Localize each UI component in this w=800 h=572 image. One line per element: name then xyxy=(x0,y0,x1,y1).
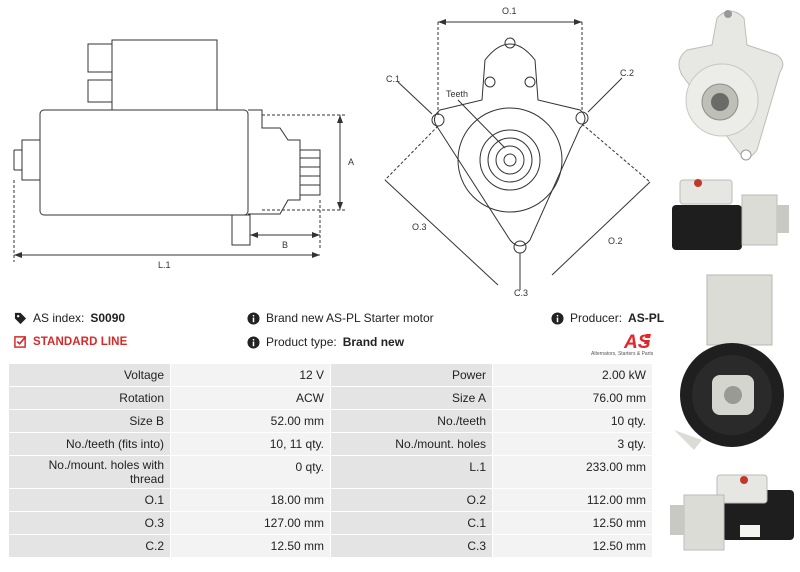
spec-label: Size A xyxy=(330,386,493,410)
photo-bottom-view xyxy=(670,474,794,551)
as-index-value: S0090 xyxy=(90,311,126,325)
spec-label: C.2 xyxy=(8,534,171,558)
info-icon xyxy=(551,311,564,325)
mount-hole-c1 xyxy=(431,113,445,127)
photo-side-view xyxy=(672,179,789,250)
label-c2: C.2 xyxy=(620,68,634,78)
spec-label: No./mount. holes with thread xyxy=(8,455,171,489)
as-pl-logo: AS xyxy=(594,330,654,360)
spec-value: 2.00 kW xyxy=(492,363,653,387)
spec-value: 12.50 mm xyxy=(170,534,331,558)
label-l1: L.1 xyxy=(158,260,171,270)
producer-value: AS-PL xyxy=(628,311,665,325)
spec-label: No./mount. holes xyxy=(330,432,493,456)
product-photos xyxy=(662,0,800,572)
label-c1: C.1 xyxy=(386,74,400,84)
pinion xyxy=(299,149,321,196)
info-icon xyxy=(247,311,260,325)
photo-front-view xyxy=(678,10,784,161)
logo-tagline: Alternators, Starters & Parts xyxy=(591,351,654,357)
table-row: No./teeth (fits into) 10, 11 qty. No./mo… xyxy=(8,432,653,456)
spec-value: 3 qty. xyxy=(492,432,653,456)
label-o3: O.3 xyxy=(412,222,427,232)
drive-end xyxy=(248,109,301,215)
spec-value: 12.50 mm xyxy=(492,511,653,535)
tag-icon xyxy=(14,312,27,324)
description-row: Brand new AS-PL Starter motor xyxy=(247,311,434,325)
rear-bushing xyxy=(21,139,41,181)
spec-value: 10 qty. xyxy=(492,409,653,433)
standard-line-row: STANDARD LINE xyxy=(14,335,127,348)
table-row: O.1 18.00 mm O.2 112.00 mm xyxy=(8,488,653,512)
spec-value: 127.00 mm xyxy=(170,511,331,535)
terminal-lower xyxy=(87,79,113,103)
mount-hole-c3 xyxy=(513,240,527,254)
spec-value: ACW xyxy=(170,386,331,410)
flange-face xyxy=(457,107,563,213)
spec-label: Power xyxy=(330,363,493,387)
label-o1: O.1 xyxy=(502,6,517,16)
starter-drawing-svg: O.1 C.1 C.2 Teeth A B L.1 O.3 O.2 C.3 xyxy=(13,6,651,298)
spec-label: C.3 xyxy=(330,534,493,558)
photo-rear-view xyxy=(674,274,784,450)
mount-foot xyxy=(231,214,251,246)
flange-outline xyxy=(434,43,586,247)
spec-value: 12.50 mm xyxy=(492,534,653,558)
table-row: No./mount. holes with thread 0 qty. L.1 … xyxy=(8,455,653,489)
spec-value: 12 V xyxy=(170,363,331,387)
label-a: A xyxy=(348,157,354,167)
producer-row: Producer: AS-PL xyxy=(551,311,664,325)
spec-table: Voltage 12 V Power 2.00 kW Rotation ACW … xyxy=(8,363,653,558)
label-teeth: Teeth xyxy=(446,89,468,99)
spec-label: No./teeth (fits into) xyxy=(8,432,171,456)
label-b: B xyxy=(282,240,288,250)
label-c3: C.3 xyxy=(514,288,528,298)
spec-label: C.1 xyxy=(330,511,493,535)
mount-hole-c2 xyxy=(575,111,589,125)
spec-value: 233.00 mm xyxy=(492,455,653,489)
table-row: Rotation ACW Size A 76.00 mm xyxy=(8,386,653,410)
spec-value: 0 qty. xyxy=(170,455,331,489)
technical-drawing: O.1 C.1 C.2 Teeth A B L.1 O.3 O.2 C.3 xyxy=(0,0,660,300)
logo-text: AS xyxy=(623,332,651,352)
product-type-label: Product type: xyxy=(266,335,337,349)
solenoid-body xyxy=(111,39,218,111)
as-index-row: AS index: S0090 xyxy=(14,311,125,325)
spec-label: O.3 xyxy=(8,511,171,535)
spec-value: 18.00 mm xyxy=(170,488,331,512)
description-text: Brand new AS-PL Starter motor xyxy=(266,311,434,325)
table-row: C.2 12.50 mm C.3 12.50 mm xyxy=(8,534,653,558)
spec-label: No./teeth xyxy=(330,409,493,433)
product-type-row: Product type: Brand new xyxy=(247,335,404,349)
spec-label: Voltage xyxy=(8,363,171,387)
product-type-value: Brand new xyxy=(342,335,405,349)
as-index-label: AS index: xyxy=(33,311,85,325)
top-hole xyxy=(504,37,516,49)
table-row: Voltage 12 V Power 2.00 kW xyxy=(8,363,653,387)
checkbox-icon xyxy=(14,336,27,348)
standard-line-label: STANDARD LINE xyxy=(33,335,128,348)
spec-label: Rotation xyxy=(8,386,171,410)
spec-label: Size B xyxy=(8,409,171,433)
spec-value: 76.00 mm xyxy=(492,386,653,410)
producer-label: Producer: xyxy=(570,311,623,325)
motor-body xyxy=(39,109,249,216)
pinion-teeth xyxy=(495,145,525,175)
spec-value: 112.00 mm xyxy=(492,488,653,512)
spec-label: O.1 xyxy=(8,488,171,512)
terminal-top xyxy=(87,43,113,73)
spec-label: O.2 xyxy=(330,488,493,512)
spec-value: 10, 11 qty. xyxy=(170,432,331,456)
spec-value: 52.00 mm xyxy=(170,409,331,433)
table-row: Size B 52.00 mm No./teeth 10 qty. xyxy=(8,409,653,433)
info-icon xyxy=(247,335,260,349)
label-o2: O.2 xyxy=(608,236,623,246)
spec-label: L.1 xyxy=(330,455,493,489)
table-row: O.3 127.00 mm C.1 12.50 mm xyxy=(8,511,653,535)
